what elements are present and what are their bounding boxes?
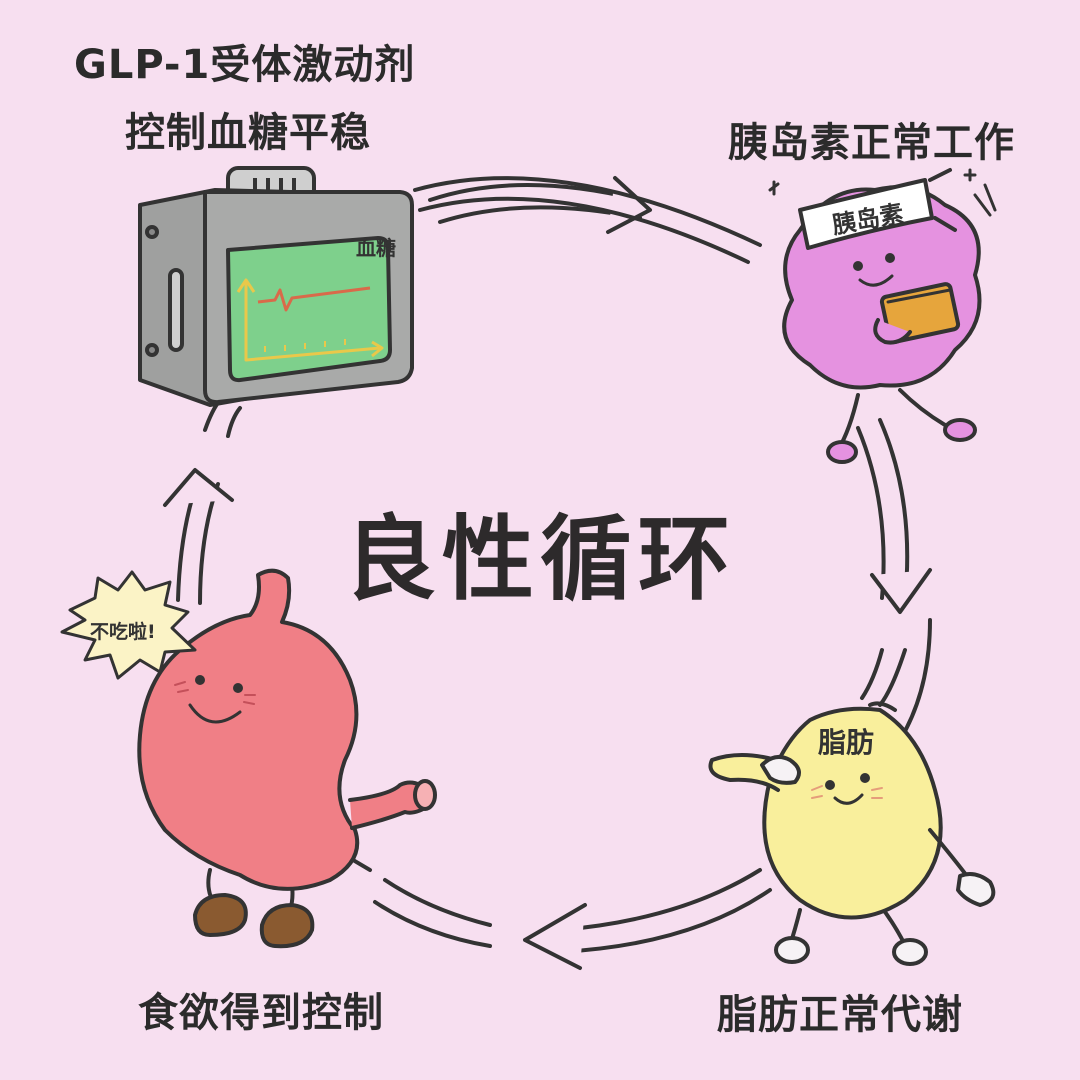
fat-glove-right bbox=[956, 872, 996, 907]
arrow-bottom bbox=[373, 868, 772, 970]
stomach-speech: 不吃啦! bbox=[90, 620, 156, 643]
pancreas-character bbox=[768, 168, 997, 464]
arrow-right bbox=[856, 418, 932, 707]
blood-sugar-monitor bbox=[138, 166, 414, 407]
stomach-shoe-right bbox=[259, 903, 315, 949]
monitor-screen-label: 血糖 bbox=[356, 236, 396, 260]
fat-label: 脂肪正常代谢 bbox=[717, 992, 963, 1038]
fat-body bbox=[762, 706, 943, 920]
cycle-arrows bbox=[163, 176, 932, 970]
stomach-character bbox=[137, 568, 437, 949]
stomach-shoe-left bbox=[193, 893, 248, 937]
glp1-title: GLP-1受体激动剂 bbox=[74, 42, 416, 88]
monitor-screen bbox=[226, 236, 392, 383]
monitor-slider bbox=[168, 268, 184, 352]
arrow-left bbox=[163, 398, 242, 605]
glp1-subtitle: 控制血糖平稳 bbox=[125, 110, 371, 156]
arrow-top bbox=[428, 176, 652, 234]
pancreas-headband bbox=[798, 178, 934, 250]
stomach-label: 食欲得到控制 bbox=[138, 990, 384, 1036]
fat-character bbox=[708, 701, 996, 966]
fat-tag-label: 脂肪 bbox=[818, 726, 874, 759]
fat-glove-left bbox=[760, 754, 801, 785]
center-title: 良性循环 bbox=[343, 506, 736, 613]
insulin-label: 胰岛素正常工作 bbox=[728, 120, 1015, 166]
speech-bubble bbox=[60, 570, 197, 680]
